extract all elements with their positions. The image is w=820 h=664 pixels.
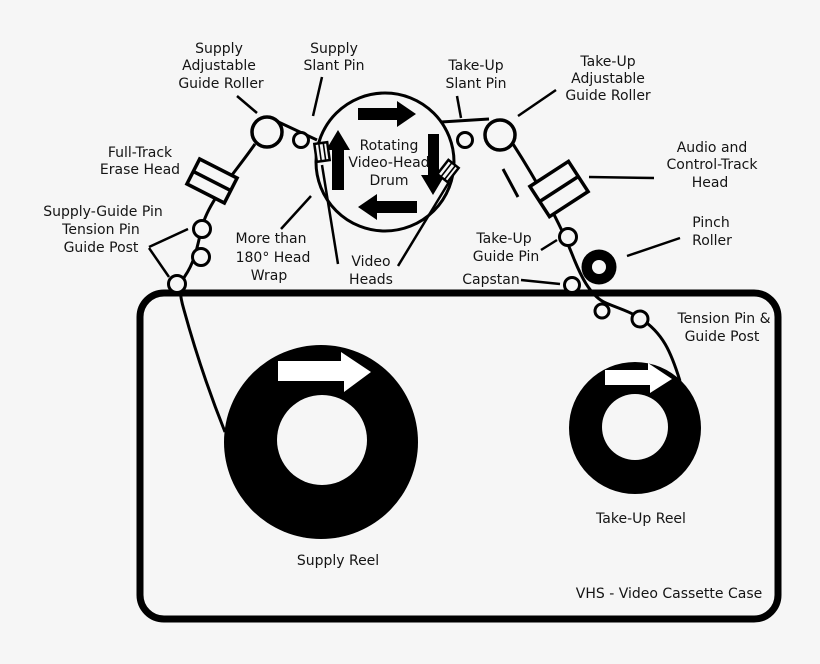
supply-guide-post bbox=[167, 274, 187, 294]
tension-pin-guide-post-label: Tension Pin & bbox=[677, 311, 771, 327]
audio-head-label: Head bbox=[692, 175, 729, 191]
supply-reel-label: Supply Reel bbox=[297, 553, 379, 569]
supply-tension-pin bbox=[191, 247, 211, 267]
leader-take-up-guide-pin bbox=[540, 238, 558, 252]
audio-head-label: Control-Track bbox=[666, 157, 758, 173]
capstan-label: Capstan bbox=[462, 272, 519, 288]
supply-adjustable-guide-roller bbox=[250, 115, 284, 149]
erase-head-label: Full-Track bbox=[108, 145, 173, 161]
tape-take-up-upper-segment bbox=[440, 117, 490, 124]
leader-lines bbox=[147, 76, 681, 286]
drum-arrow-right-icon bbox=[358, 101, 416, 127]
take-up-reel-label: Take-Up Reel bbox=[595, 511, 686, 527]
take-up-roller-label: Adjustable bbox=[571, 71, 645, 87]
full-track-erase-head bbox=[184, 156, 240, 206]
pinch-roller-label: Pinch bbox=[692, 215, 729, 231]
leader-pinch-roller bbox=[626, 236, 681, 258]
supply-reel-rotation-arrow-icon bbox=[278, 352, 371, 392]
leader-video-head-right bbox=[396, 181, 451, 267]
take-up-roller-label: Take-Up bbox=[579, 54, 635, 70]
supply-slant-pin-label: Supply bbox=[310, 41, 358, 57]
supply-guide-pin bbox=[192, 219, 212, 239]
head-wrap-label: 180° Head bbox=[236, 250, 311, 266]
supply-pins-label: Guide Post bbox=[64, 240, 139, 256]
supply-roller-label: Adjustable bbox=[182, 58, 256, 74]
video-head-left bbox=[312, 140, 332, 164]
pinch-roller-label: Roller bbox=[692, 233, 732, 249]
head-wrap-label: Wrap bbox=[251, 268, 288, 284]
head-wrap-label: More than bbox=[236, 231, 307, 247]
leader-supply-pins-upper bbox=[148, 227, 189, 249]
take-up-reel bbox=[569, 362, 701, 494]
take-up-guide-pin bbox=[558, 227, 578, 247]
video-head-right bbox=[435, 158, 461, 184]
guide-post bbox=[630, 309, 650, 329]
audio-head-label: Audio and bbox=[677, 140, 748, 156]
take-up-reel-rotation-arrow-icon bbox=[605, 363, 672, 393]
callout-labels: Supply Adjustable Guide Roller Supply Sl… bbox=[43, 41, 770, 602]
leader-video-head-left bbox=[320, 164, 340, 265]
leader-take-up-roller bbox=[517, 88, 557, 118]
leader-supply-slant-pin bbox=[311, 76, 324, 117]
case-title: VHS - Video Cassette Case bbox=[576, 586, 762, 602]
leader-supply-roller bbox=[236, 95, 258, 114]
take-up-slant-pin bbox=[456, 131, 474, 149]
leader-head-wrap bbox=[280, 195, 312, 230]
cassette-case-outline bbox=[136, 289, 782, 623]
leader-supply-pins-lower bbox=[147, 247, 171, 278]
take-up-guide-pin-label: Take-Up bbox=[475, 231, 531, 247]
take-up-roller-label: Guide Roller bbox=[565, 88, 651, 104]
video-heads-label: Video bbox=[351, 254, 390, 270]
leader-audio-head bbox=[588, 175, 655, 180]
pinch-roller bbox=[581, 249, 617, 285]
audio-control-track-head bbox=[527, 158, 591, 220]
supply-pins-label: Supply-Guide Pin bbox=[43, 204, 163, 220]
drum-label: Video-Head bbox=[348, 155, 429, 171]
tension-pin bbox=[593, 302, 611, 320]
leader-capstan bbox=[520, 278, 561, 286]
drum-arrow-up-icon bbox=[326, 130, 350, 190]
video-heads-label: Heads bbox=[349, 272, 393, 288]
supply-roller-label: Guide Roller bbox=[178, 76, 264, 92]
drum-label: Drum bbox=[369, 173, 408, 189]
supply-slant-pin-label: Slant Pin bbox=[303, 58, 364, 74]
erase-head-label: Erase Head bbox=[100, 162, 180, 178]
leader-take-up-slant-pin bbox=[455, 95, 463, 119]
take-up-adjustable-guide-roller bbox=[483, 118, 517, 152]
supply-reel bbox=[224, 345, 418, 539]
video-head-drum: Rotating Video-Head Drum bbox=[312, 91, 461, 233]
drum-arrow-left-icon bbox=[358, 194, 417, 220]
tension-pin-guide-post-label: Guide Post bbox=[685, 329, 760, 345]
supply-pins-label: Tension Pin bbox=[61, 222, 140, 238]
take-up-guide-pin-label: Guide Pin bbox=[473, 249, 539, 265]
take-up-slant-pin-label: Take-Up bbox=[447, 58, 503, 74]
tape-edge-tick bbox=[501, 168, 520, 198]
supply-roller-label: Supply bbox=[195, 41, 243, 57]
drum-arrow-down-icon bbox=[421, 134, 445, 195]
capstan bbox=[563, 276, 581, 294]
take-up-slant-pin-label: Slant Pin bbox=[445, 76, 506, 92]
supply-slant-pin bbox=[292, 131, 310, 149]
drum-label: Rotating bbox=[360, 138, 419, 154]
